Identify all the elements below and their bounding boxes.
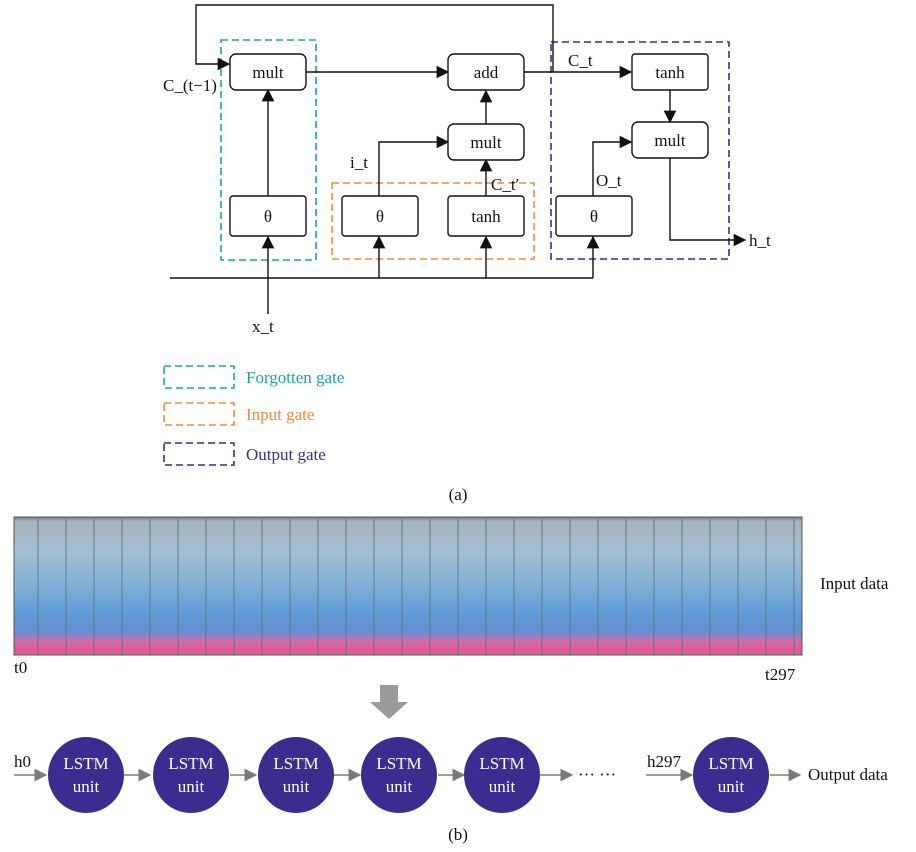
feedback-loop [195, 4, 554, 72]
spectrogram-border [13, 516, 803, 656]
lstm-unit-circle [361, 737, 437, 813]
add-node [447, 53, 525, 91]
t0-label: t0 [14, 658, 27, 677]
ellipsis-label: ··· ··· [578, 765, 616, 784]
lstm-units: LSTM unit LSTM unit LSTM unit LSTM unit LSTM unit… [48, 737, 769, 813]
tanh-input-node [447, 195, 525, 237]
theta-forget-node [229, 195, 307, 237]
down-arrow-icon [370, 685, 408, 719]
o-t-line [592, 135, 633, 196]
h-t-line [669, 158, 747, 247]
t297-label: t297 [765, 665, 796, 684]
frame-dividers [37, 519, 795, 655]
mult-forget-label: mult [252, 63, 283, 82]
lstm-unit-label-line2: unit [283, 777, 310, 796]
mult-input-node [447, 123, 525, 161]
o-t-label: O_t [596, 171, 622, 190]
legend-label-input: Input gate [246, 405, 314, 424]
theta-out-label: θ [590, 207, 598, 226]
tanh-out-node [631, 53, 709, 91]
theta-forget-label: θ [264, 207, 272, 226]
theta-out-node [555, 195, 633, 237]
lstm-unit: LSTM unit [153, 737, 229, 813]
c-t-label: C_t [568, 51, 593, 70]
output-data-label: Output data [808, 765, 888, 784]
tanh-out-label: tanh [655, 63, 685, 82]
lstm-unit-circle [693, 737, 769, 813]
c-prev-label: C_(t−1) [163, 76, 217, 95]
lstm-unit-label-line1: LSTM [63, 754, 108, 773]
i-t-label: i_t [350, 153, 368, 172]
legend: Forgotten gate Input gate Output gate [163, 365, 344, 466]
lstm-unit: LSTM unit [361, 737, 437, 813]
tanh-input-label: tanh [471, 207, 501, 226]
mult-forget-node [229, 53, 307, 91]
spectrogram-image [14, 517, 802, 655]
lstm-unit-label-line2: unit [718, 777, 745, 796]
lstm-unit-label-line1: LSTM [479, 754, 524, 773]
lstm-unit-label-line2: unit [489, 777, 516, 796]
lstm-unit-circle [153, 737, 229, 813]
h0-label: h0 [14, 752, 31, 771]
lstm-unit: LSTM unit [464, 737, 540, 813]
lstm-unit-label-line1: LSTM [273, 754, 318, 773]
h-t-label: h_t [749, 231, 771, 250]
legend-swatch-input [163, 402, 235, 426]
lstm-unit-label-line1: LSTM [168, 754, 213, 773]
signal-labels: C_(t−1) C_t i_t C_t′ O_t h_t x_t [163, 51, 771, 336]
forget-gate-box [220, 39, 317, 261]
theta-input-node [341, 195, 419, 237]
lstm-unit-circle [464, 737, 540, 813]
panel-b-caption: (b) [448, 825, 468, 844]
lstm-unit-label-line2: unit [178, 777, 205, 796]
legend-swatch-output [163, 442, 235, 466]
spectrogram [13, 516, 803, 656]
legend-swatch-forget [163, 365, 235, 389]
lstm-unit-label-line2: unit [73, 777, 100, 796]
h297-label: h297 [647, 752, 682, 771]
mult-out-node [631, 121, 709, 159]
lstm-unit-circle [48, 737, 124, 813]
x-t-label: x_t [252, 317, 274, 336]
lstm-unit-label-line1: LSTM [376, 754, 421, 773]
add-label: add [474, 63, 499, 82]
c-t-prime-label: C_t′ [491, 175, 519, 194]
i-t-line [378, 135, 450, 196]
input-gate-box [331, 182, 535, 260]
lstm-cell-diagram [170, 4, 747, 314]
legend-label-output: Output gate [246, 445, 326, 464]
lstm-unit-label-line1: LSTM [708, 754, 753, 773]
lstm-unit-circle [258, 737, 334, 813]
input-data-label: Input data [820, 574, 889, 593]
mult-input-label: mult [470, 133, 501, 152]
theta-input-label: θ [376, 207, 384, 226]
node-labels: mult θ θ tanh mult add tanh mult θ [252, 63, 685, 226]
legend-label-forget: Forgotten gate [246, 368, 344, 387]
lstm-unit: LSTM unit [48, 737, 124, 813]
lstm-unit-label-line2: unit [386, 777, 413, 796]
lstm-unit: LSTM unit [693, 737, 769, 813]
mult-out-label: mult [654, 131, 685, 150]
panel-a-caption: (a) [449, 485, 468, 504]
output-gate-box [550, 41, 730, 260]
lstm-unit: LSTM unit [258, 737, 334, 813]
